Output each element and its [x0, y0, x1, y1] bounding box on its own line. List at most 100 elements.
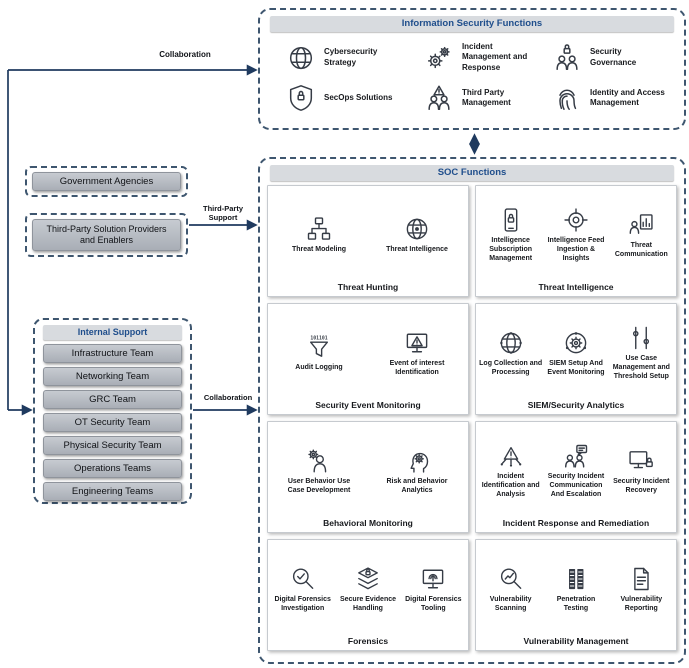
phone-lock-icon: [504, 208, 518, 233]
soc-item-digital-forensics-tooling: Digital Forensics Tooling: [402, 565, 465, 614]
team-bar-infrastructure-team: Infrastructure Team: [43, 344, 182, 363]
soc-item-label: Digital Forensics Investigation: [274, 595, 331, 612]
isf-item-cybersecurity-strategy: Cybersecurity Strategy: [286, 42, 420, 73]
soc-card-items: Incident Identification and Analysis Secu…: [479, 426, 673, 516]
soc-item-label: Vulnerability Scanning: [489, 595, 532, 612]
globe-target-icon: [406, 218, 428, 240]
soc-item-user-behavior-use-case-development: User Behavior Use Case Development: [271, 447, 367, 496]
soc-item-label: Audit Logging: [295, 364, 343, 372]
soc-item-threat-modeling: Threat Modeling: [271, 215, 367, 255]
soc-card-items: User Behavior Use Case Development Risk a…: [271, 426, 465, 516]
soc-card-items: Vulnerability Scanning Penetration Testin…: [479, 544, 673, 634]
government-agencies-box: Government Agencies: [25, 166, 188, 197]
funnel-binary-icon: 101101: [309, 336, 329, 358]
soc-item-label: SIEM Setup And Event Monitoring: [547, 359, 605, 376]
soc-item-label: Risk and Behavior Analytics: [386, 477, 448, 494]
svg-text:101101: 101101: [310, 336, 327, 342]
soc-card-behavioral-monitoring: User Behavior Use Case Development Risk a…: [267, 421, 469, 533]
soc-item-label: Event of interest Identification: [389, 359, 445, 376]
soc-card-title: SIEM/Security Analytics: [527, 400, 625, 410]
magnifier-chart-icon: [500, 568, 522, 589]
soc-card-title: Vulnerability Management: [523, 636, 629, 646]
soc-item-security-incident-communication-and-escalation: Security Incident Communication And Esca…: [544, 442, 607, 499]
soc-item-incident-identification-and-analysis: Incident Identification and Analysis: [479, 442, 542, 499]
binary-blocks-icon: [568, 568, 584, 589]
soc-item-vulnerability-scanning: Vulnerability Scanning: [479, 565, 542, 614]
soc-item-label: User Behavior Use Case Development: [287, 477, 351, 494]
isf-item-label: Cybersecurity Strategy: [324, 47, 378, 67]
isf-item-security-governance: Security Governance: [552, 42, 676, 73]
soc-card-title: Incident Response and Remediation: [502, 518, 650, 528]
gears-icon: [427, 46, 450, 68]
isf-item-label: Incident Management and Response: [461, 42, 528, 72]
soc-item-log-collection-and-processing: Log Collection and Processing: [479, 329, 542, 378]
globe-icon: [289, 46, 313, 69]
soc-item-label: Digital Forensics Tooling: [405, 595, 462, 612]
flowchart-person-icon: [307, 217, 331, 240]
third-party-providers-box: Third-Party Solution Providers and Enabl…: [25, 213, 188, 257]
soc-card-title: Security Event Monitoring: [315, 400, 421, 410]
soc-item-label: Penetration Testing: [556, 595, 596, 612]
soc-card-items: Digital Forensics Investigation Secure Ev…: [271, 544, 465, 634]
laptop-lock-icon: [629, 450, 654, 469]
isf-item-label: Security Governance: [589, 47, 637, 67]
globe-network-icon: [499, 331, 522, 354]
soc-card-items: Threat Modeling Threat Intelligence: [271, 190, 465, 280]
soc-item-label: Security Incident Communication And Esca…: [547, 473, 605, 498]
soc-item-label: Log Collection and Processing: [479, 359, 543, 376]
soc-item-label: Threat Modeling: [291, 246, 347, 254]
soc-functions-box: SOC Functions Threat Modeling Threat Inte…: [258, 157, 686, 664]
team-bar-physical-security-team: Physical Security Team: [43, 436, 182, 455]
people-chat-icon: [565, 445, 588, 468]
soc-item-label: Secure Evidence Handling: [339, 595, 396, 612]
people-warning-icon: [428, 85, 450, 111]
sliders-icon: [633, 327, 650, 350]
isf-item-third-party-management: Third Party Management: [424, 83, 548, 113]
soc-item-digital-forensics-investigation: Digital Forensics Investigation: [271, 565, 334, 614]
collaboration-label-top: Collaboration: [159, 50, 211, 59]
soc-item-siem-setup-and-event-monitoring: SIEM Setup And Event Monitoring: [544, 329, 607, 378]
team-bar-networking-team: Networking Team: [43, 367, 182, 386]
internal-support-title: Internal Support: [43, 325, 182, 340]
isf-item-label: Identity and Access Management: [589, 87, 665, 108]
government-agencies-bar: Government Agencies: [32, 172, 181, 191]
soc-item-label: Incident Identification and Analysis: [481, 473, 540, 498]
information-security-functions-title: Information Security Functions: [270, 16, 674, 32]
soc-item-label: Intelligence Feed Ingestion & Insights: [547, 237, 605, 262]
soc-item-threat-communication: Threat Communication: [610, 211, 673, 260]
crosshair-icon: [564, 208, 588, 233]
soc-functions-title: SOC Functions: [270, 165, 674, 181]
magnifier-check-icon: [292, 568, 314, 589]
soc-item-event-of-interest-identification: Event of interest Identification: [369, 329, 465, 378]
head-gears-icon: [410, 452, 429, 473]
monitor-warning-icon: [406, 333, 428, 353]
soc-item-label: Threat Intelligence: [386, 246, 448, 254]
shield-stack-icon: [358, 567, 378, 590]
soc-item-intelligence-feed-ingestion-insights: Intelligence Feed Ingestion & Insights: [544, 206, 607, 263]
isf-item-incident-management-and-response: Incident Management and Response: [424, 42, 548, 73]
soc-item-threat-intelligence: Threat Intelligence: [369, 215, 465, 255]
report-doc-icon: [634, 567, 650, 590]
soc-item-secure-evidence-handling: Secure Evidence Handling: [336, 565, 399, 614]
shield-lock-icon: [289, 85, 313, 112]
person-chart-icon: [629, 213, 653, 234]
third-party-providers-bar: Third-Party Solution Providers and Enabl…: [32, 219, 181, 251]
soc-card-forensics: Digital Forensics Investigation Secure Ev…: [267, 539, 469, 651]
fingerprint-icon: [559, 89, 577, 111]
isf-item-label: Third Party Management: [461, 87, 511, 108]
team-bar-engineering-teams: Engineering Teams: [43, 482, 182, 501]
gear-globe-icon: [565, 331, 587, 354]
people-lock-icon: [556, 43, 578, 70]
collaboration-label-bottom: Collaboration: [203, 393, 253, 402]
monitor-fingerprint-icon: [422, 569, 444, 589]
person-gear-icon: [308, 449, 327, 473]
